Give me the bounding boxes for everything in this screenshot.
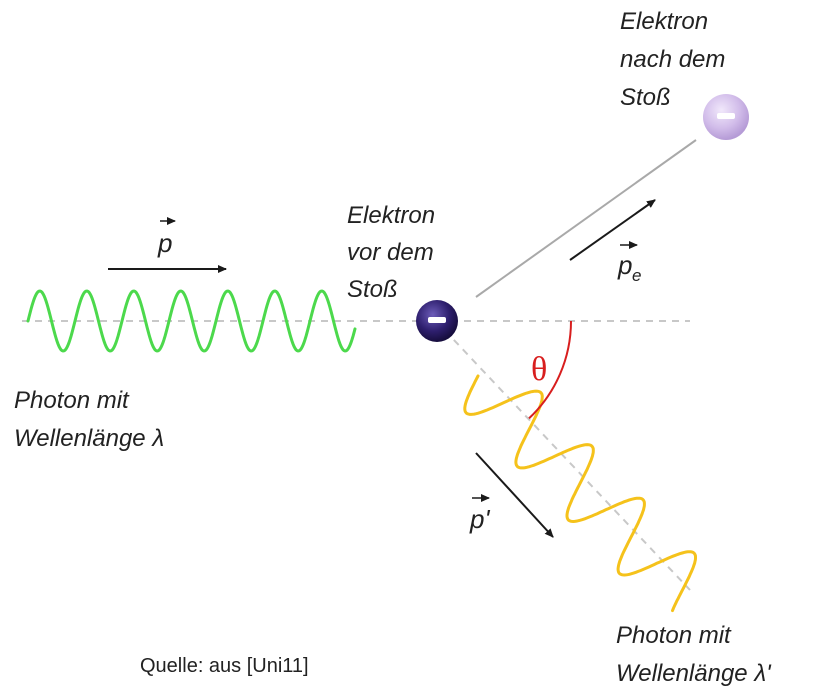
electron-after-line2: nach dem bbox=[620, 46, 725, 73]
electron-after-label: Elektron nach dem Stoß bbox=[620, 8, 725, 111]
electron-before-line1: Elektron bbox=[347, 202, 435, 229]
momentum-electron-text: p bbox=[617, 250, 632, 280]
electron-recoil-line bbox=[475, 139, 697, 298]
photon-in-label: Photon mit Wellenlänge λ bbox=[14, 387, 164, 452]
minus-icon bbox=[428, 317, 446, 323]
photon-out-label: Photon mit Wellenlänge λ' bbox=[616, 622, 772, 687]
electron-before-line3: Stoß bbox=[347, 276, 398, 303]
momentum-out-label: p' bbox=[469, 494, 490, 534]
momentum-out-arrow bbox=[475, 452, 554, 538]
scattered-photon-axis-line bbox=[435, 320, 691, 591]
momentum-in-label: p bbox=[157, 217, 176, 258]
momentum-electron-subscript: e bbox=[632, 266, 641, 285]
momentum-electron-arrow bbox=[569, 199, 656, 261]
electron-before bbox=[416, 300, 458, 342]
incoming-photon-wave bbox=[26, 289, 357, 353]
scattering-angle-arc bbox=[528, 320, 572, 420]
electron-after-line1: Elektron bbox=[620, 8, 708, 35]
electron-before-label: Elektron vor dem Stoß bbox=[347, 202, 435, 303]
momentum-in-text: p bbox=[157, 228, 172, 258]
photon-in-line1: Photon mit bbox=[14, 387, 130, 414]
photon-out-line1: Photon mit bbox=[616, 622, 732, 649]
momentum-out-text: p' bbox=[469, 504, 490, 534]
photon-in-line2: Wellenlänge λ bbox=[14, 425, 164, 452]
electron-after bbox=[703, 94, 749, 140]
source-caption: Quelle: aus [Uni11] bbox=[140, 655, 309, 677]
electron-after-line3: Stoß bbox=[620, 84, 671, 111]
momentum-electron-label: p e bbox=[617, 241, 641, 285]
photon-out-line2: Wellenlänge λ' bbox=[616, 660, 772, 687]
scattered-photon-wave bbox=[463, 374, 697, 613]
minus-icon bbox=[717, 113, 735, 119]
electron-before-line2: vor dem bbox=[347, 239, 434, 266]
theta-label: θ bbox=[531, 351, 547, 388]
